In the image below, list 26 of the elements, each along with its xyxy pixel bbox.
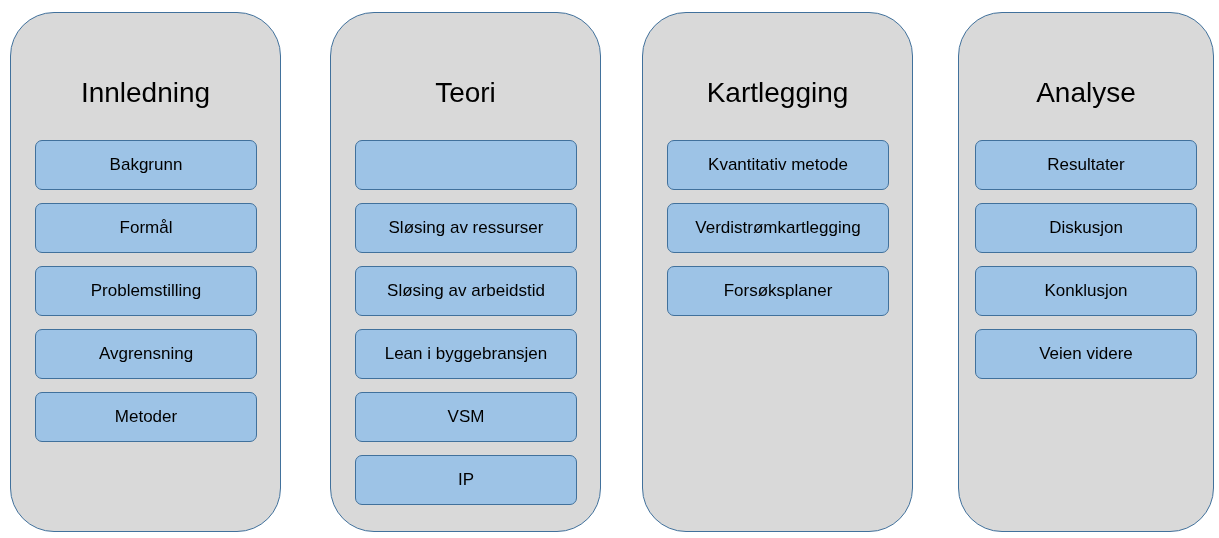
section-panel (10, 12, 281, 532)
topic-box: Lean i byggebransjen (355, 329, 577, 379)
section-title: Teori (435, 77, 496, 109)
topic-box: Sløsing av arbeidstid (355, 266, 577, 316)
section-title: Analyse (1036, 77, 1136, 109)
topic-box: Verdistrømkartlegging (667, 203, 889, 253)
section-panel (642, 12, 913, 532)
topic-box: Veien videre (975, 329, 1197, 379)
topic-box: Sløsing av ressurser (355, 203, 577, 253)
topic-box: Konklusjon (975, 266, 1197, 316)
topic-box: IP (355, 455, 577, 505)
topic-box: Resultater (975, 140, 1197, 190)
topic-box: Forsøksplaner (667, 266, 889, 316)
topic-box: Diskusjon (975, 203, 1197, 253)
section-title: Kartlegging (706, 77, 849, 109)
section-panel (958, 12, 1214, 532)
topic-box: Problemstilling (35, 266, 257, 316)
section-title: Innledning (80, 77, 211, 109)
section-panel (330, 12, 601, 532)
topic-box: VSM (355, 392, 577, 442)
topic-box: Bakgrunn (35, 140, 257, 190)
topic-box: Kvantitativ metode (667, 140, 889, 190)
topic-box: Metoder (35, 392, 257, 442)
topic-box: Avgrensning (35, 329, 257, 379)
empty-box (355, 140, 577, 190)
topic-box: Formål (35, 203, 257, 253)
